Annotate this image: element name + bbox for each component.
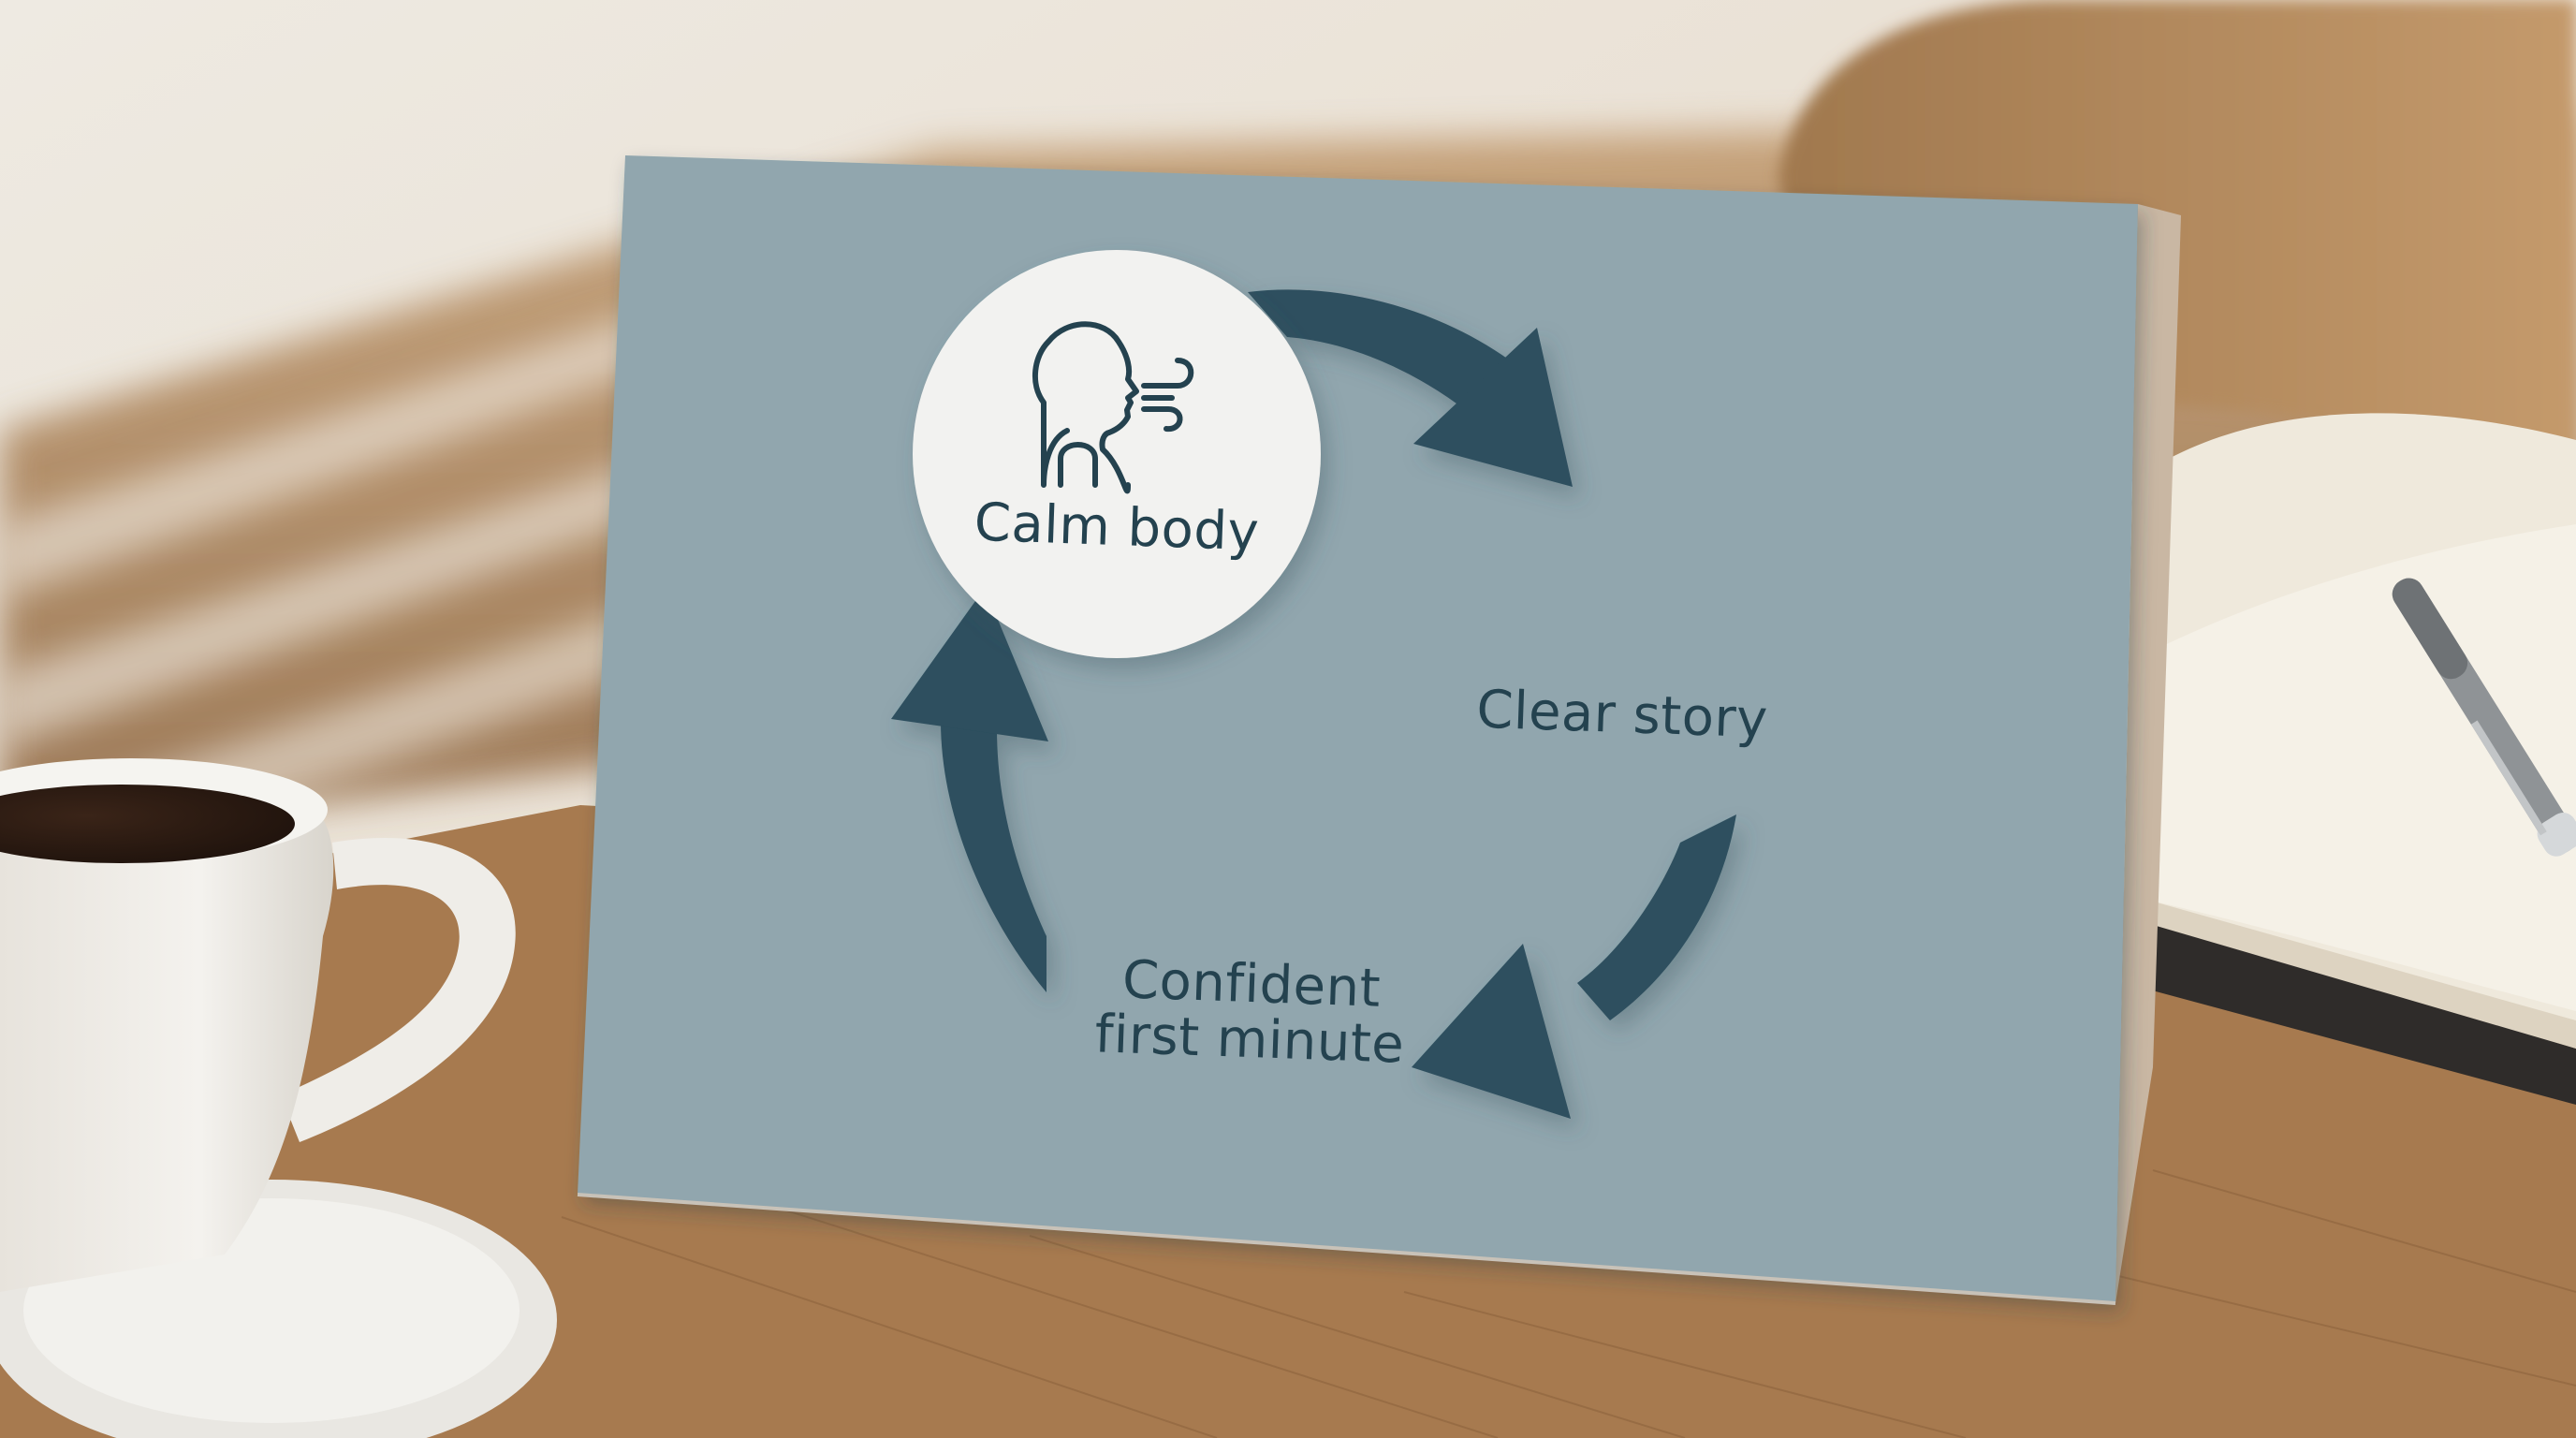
pen (2392, 578, 2576, 857)
label-clear-story: Clear story (1475, 679, 1769, 751)
arrow-calm-to-clear (1248, 289, 1573, 487)
arrow-clear-to-confident (1412, 814, 1736, 1119)
breathing-person-icon (1032, 321, 1194, 494)
arrow-confident-to-calm (891, 588, 1048, 992)
notebook (2125, 413, 2576, 1105)
label-line-2: first minute (1093, 1004, 1406, 1076)
label-calm-body: Calm body (973, 492, 1261, 564)
circle-calm-body (913, 250, 1321, 658)
coffee-cup (0, 758, 557, 1438)
label-confident-first-minute: Confident first minute (1090, 949, 1412, 1076)
